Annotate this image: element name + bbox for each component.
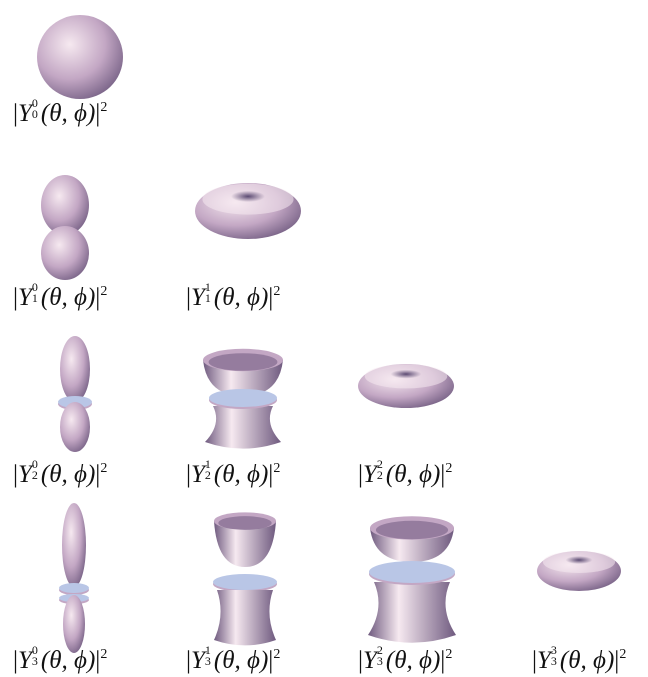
shape-y32-ring — [369, 561, 455, 583]
arguments: (θ, ϕ) — [41, 100, 95, 127]
shape-y32-bowl-inner — [376, 521, 448, 539]
degree-l: 2 — [205, 469, 211, 481]
function-symbol: Y — [18, 647, 32, 674]
power: 2 — [100, 647, 107, 662]
shape-y30-upper — [62, 503, 86, 587]
arguments: (θ, ϕ) — [386, 647, 440, 674]
indices: 33 — [551, 644, 560, 669]
degree-l: 2 — [32, 469, 38, 481]
power: 2 — [273, 461, 280, 476]
shape-y21-lower — [205, 406, 281, 449]
power: 2 — [445, 647, 452, 662]
shape-y20-upper — [60, 336, 90, 402]
arguments: (θ, ϕ) — [41, 461, 95, 488]
degree-l: 3 — [377, 655, 383, 667]
power: 2 — [100, 461, 107, 476]
shape-y33-dimple — [566, 556, 593, 564]
shape-y21-ring — [209, 389, 277, 407]
function-symbol: Y — [191, 461, 205, 488]
degree-l: 1 — [32, 292, 38, 304]
power: 2 — [100, 284, 107, 299]
function-symbol: Y — [18, 100, 32, 127]
shape-y32-lower — [368, 582, 456, 643]
function-symbol: Y — [191, 647, 205, 674]
function-symbol: Y — [537, 647, 551, 674]
function-symbol: Y — [18, 461, 32, 488]
shape-y30-ring — [59, 583, 89, 593]
degree-l: 0 — [32, 108, 38, 120]
arguments: (θ, ϕ) — [214, 647, 268, 674]
power: 2 — [273, 284, 280, 299]
arguments: (θ, ϕ) — [214, 461, 268, 488]
arguments: (θ, ϕ) — [41, 284, 95, 311]
shape-y21-bowl-inner — [209, 353, 278, 371]
shape-y10-lower — [41, 226, 89, 280]
arguments: (θ, ϕ) — [41, 647, 95, 674]
power: 2 — [445, 461, 452, 476]
degree-l: 2 — [377, 469, 383, 481]
degree-l: 3 — [32, 655, 38, 667]
shape-y00 — [37, 15, 123, 99]
shape-y22-dimple — [391, 370, 422, 379]
function-symbol: Y — [191, 284, 205, 311]
shape-y11-dimple — [231, 191, 265, 202]
shape-y31-ring — [213, 574, 277, 590]
power: 2 — [100, 100, 107, 115]
shape-y31-bowl-inner — [218, 516, 271, 530]
arguments: (θ, ϕ) — [214, 284, 268, 311]
function-symbol: Y — [363, 647, 377, 674]
function-symbol: Y — [363, 461, 377, 488]
arguments: (θ, ϕ) — [386, 461, 440, 488]
indices: 01 — [32, 281, 41, 306]
shape-y20-lower — [60, 402, 90, 452]
degree-l: 1 — [205, 292, 211, 304]
degree-l: 3 — [551, 655, 557, 667]
degree-l: 3 — [205, 655, 211, 667]
power: 2 — [619, 647, 626, 662]
arguments: (θ, ϕ) — [560, 647, 614, 674]
function-symbol: Y — [18, 284, 32, 311]
power: 2 — [273, 647, 280, 662]
shape-y31-lower — [214, 590, 276, 645]
